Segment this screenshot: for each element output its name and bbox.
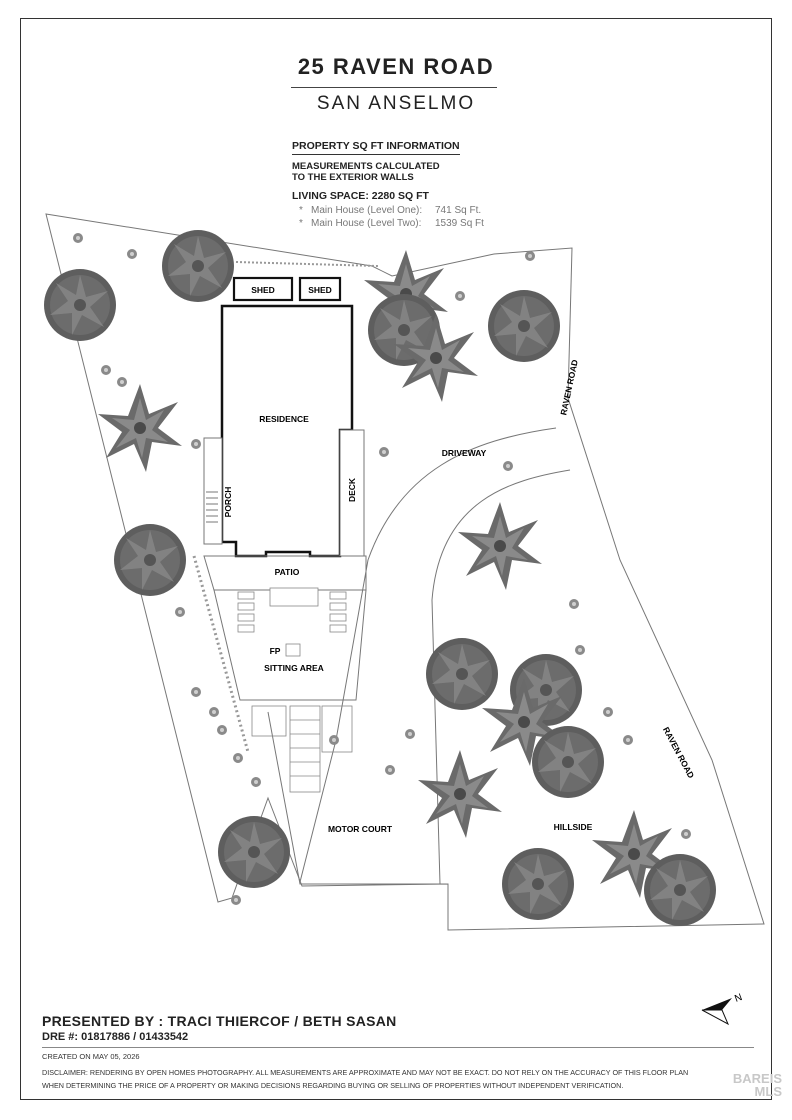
address-title: 25 RAVEN ROAD <box>297 54 495 79</box>
level-value: 1539 Sq Ft <box>435 218 484 229</box>
tree-icon <box>644 854 716 926</box>
tree-icon <box>44 269 116 341</box>
level-item: *Main House (Level One):741 Sq Ft. <box>299 205 482 216</box>
fp-label: FP <box>270 646 281 656</box>
tree-icon <box>502 848 574 920</box>
porch-label: PORCH <box>223 487 233 518</box>
tree-icon <box>532 726 604 798</box>
raven-road-label-north: RAVEN ROAD <box>558 359 580 416</box>
north-label: N <box>733 992 744 1005</box>
sitting-area-label: SITTING AREA <box>264 663 324 673</box>
driveway-label: DRIVEWAY <box>442 448 487 458</box>
deck-area <box>339 429 365 557</box>
mls-watermark: BAREIS MLS <box>712 1072 782 1098</box>
motor-court-label: MOTOR COURT <box>328 824 393 834</box>
left-walkway <box>192 555 250 753</box>
living-space-total: LIVING SPACE: 2280 SQ FT <box>292 190 429 202</box>
disclaimer: DISCLAIMER: RENDERING BY OPEN HOMES PHOT… <box>42 1066 762 1092</box>
hillside-label: HILLSIDE <box>554 822 593 832</box>
driveway-inner <box>431 469 571 885</box>
tree-icon <box>114 524 186 596</box>
created-date: CREATED ON MAY 05, 2026 <box>42 1052 140 1061</box>
garden-steps <box>251 705 353 793</box>
tree-icon <box>98 384 182 472</box>
motor-court-edge <box>267 711 446 885</box>
measurement-note-line1: MEASUREMENTS CALCULATED <box>292 161 440 172</box>
title-rule <box>291 87 497 88</box>
measurement-note: MEASUREMENTS CALCULATED TO THE EXTERIOR … <box>292 161 462 183</box>
level-label: Main House (Level Two): <box>311 218 422 229</box>
watermark-line2: MLS <box>754 1084 782 1099</box>
watermark-line1: BAREIS <box>732 1071 782 1086</box>
patio-label: PATIO <box>275 567 300 577</box>
sitting-chairs <box>237 587 347 657</box>
sqft-info-block: PROPERTY SQ FT INFORMATION MEASUREMENTS … <box>292 136 552 229</box>
deck-label: DECK <box>347 477 357 502</box>
shed-label: SHED <box>308 285 332 295</box>
tree-icon <box>418 750 502 838</box>
tree-icon <box>458 502 542 590</box>
shed-right <box>298 276 342 302</box>
sqft-info-heading: PROPERTY SQ FT INFORMATION <box>292 140 460 155</box>
presented-by: PRESENTED BY : TRACI THIERCOF / BETH SAS… <box>42 1013 397 1029</box>
driveway-outer <box>299 427 557 883</box>
disclaimer-line1: DISCLAIMER: RENDERING BY OPEN HOMES PHOT… <box>42 1068 689 1077</box>
level-list: *Main House (Level One):741 Sq Ft. *Main… <box>292 205 552 229</box>
shed-left <box>232 276 294 302</box>
level-item: *Main House (Level Two):1539 Sq Ft <box>299 218 484 229</box>
tree-icon <box>162 230 234 302</box>
city-subtitle: SAN ANSELMO <box>316 93 476 114</box>
shed-label: SHED <box>251 285 275 295</box>
residence-label: RESIDENCE <box>259 414 309 424</box>
measurement-note-line2: TO THE EXTERIOR WALLS <box>292 172 414 183</box>
porch-stairs <box>206 491 218 523</box>
disclaimer-line2: WHEN DETERMINING THE PRICE OF A PROPERTY… <box>42 1081 624 1090</box>
north-arrow-icon: N <box>701 992 744 1026</box>
tree-icon <box>426 638 498 710</box>
page-frame <box>20 18 772 1100</box>
tree-icon <box>488 290 560 362</box>
dre-numbers: DRE #: 01817886 / 01433542 <box>42 1031 189 1043</box>
tree-icon <box>218 816 290 888</box>
porch-area <box>203 437 223 545</box>
level-label: Main House (Level One): <box>311 205 423 216</box>
footer-rule <box>42 1047 754 1048</box>
raven-road-label-east: RAVEN ROAD <box>661 725 696 780</box>
level-value: 741 Sq Ft. <box>435 205 482 216</box>
residence-outline <box>220 304 354 558</box>
